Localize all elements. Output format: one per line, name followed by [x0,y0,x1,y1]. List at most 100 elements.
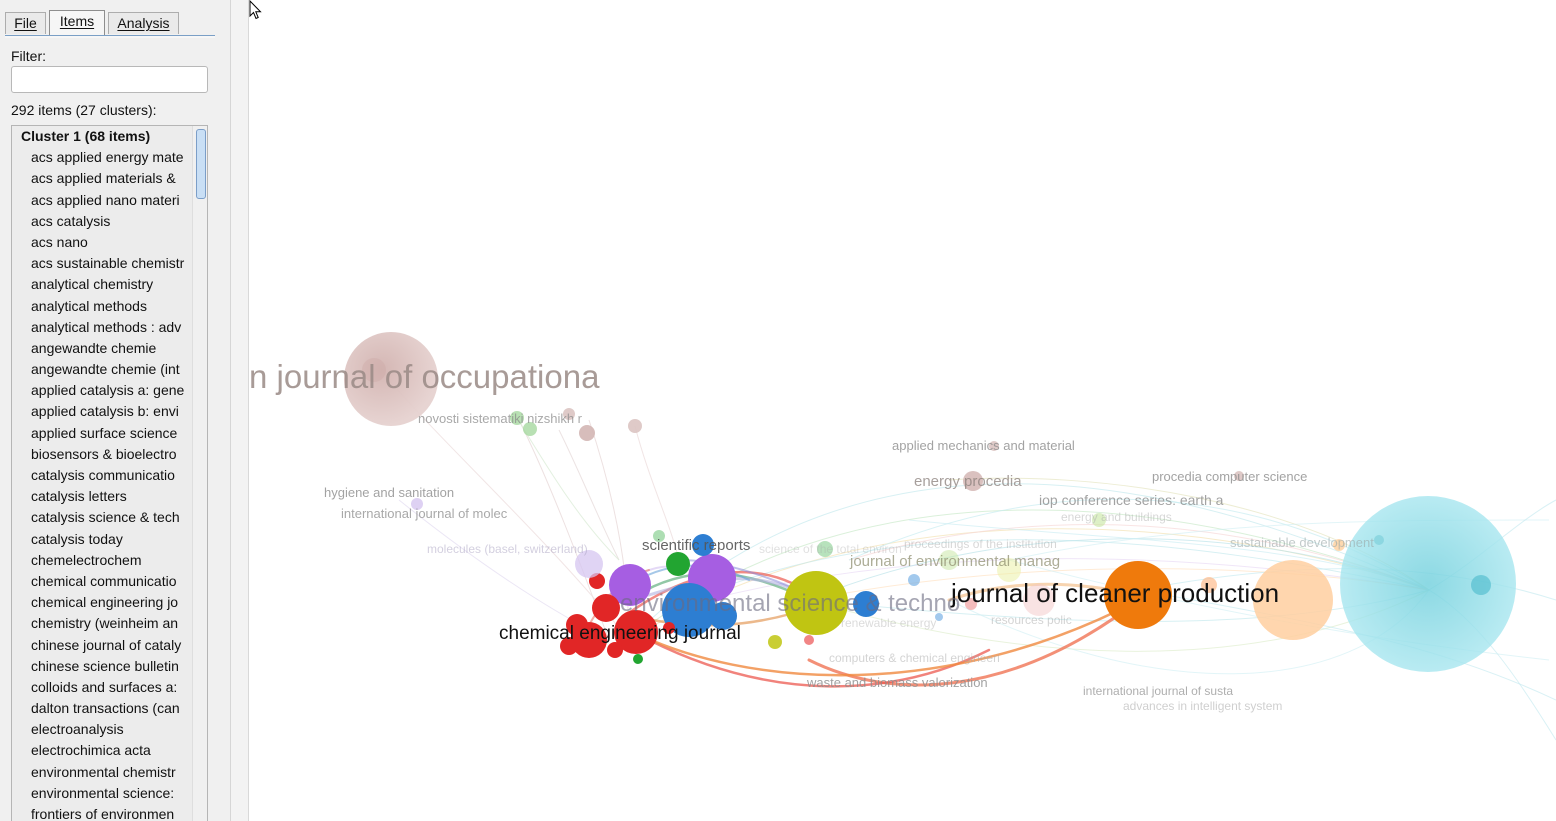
node-green-faint-2 [523,422,537,436]
list-item[interactable]: angewandte chemie (int [31,361,180,378]
list-item[interactable]: chemistry (weinheim an [31,615,179,632]
list-item[interactable]: applied surface science [31,424,178,441]
node-blue-big [662,583,716,637]
list-item[interactable]: analytical methods : adv [31,318,182,335]
node-peach [1253,560,1333,640]
label-env-science-tech: environmental science & techno [620,590,960,617]
list-item[interactable]: catalysis today [31,530,123,547]
label-chem-eng-journal: chemical engineering journal [499,623,741,644]
node-red-8 [663,622,675,634]
node-blue-2 [709,602,737,630]
list-scrollbar[interactable] [192,126,207,821]
list-item[interactable]: angewandte chemie [31,339,157,356]
list-item[interactable]: acs applied nano materi [31,191,180,208]
node-lilac-2 [411,498,423,510]
node-light-7 [1374,535,1384,545]
label-renewable-energy: renewable energy [841,616,936,630]
list-item[interactable]: frontiers of environmen [31,806,175,821]
node-occupational-journal [344,332,438,426]
node-purple-2 [609,564,651,606]
network-visualization[interactable]: n journal of occupationa journal of clea… [249,0,1556,821]
node-red-4 [566,614,588,636]
label-proceedings-institution: proceedings of the institution [904,537,1057,551]
network-map[interactable]: n journal of occupationa journal of clea… [249,0,1556,821]
list-item[interactable]: electrochimica acta [31,742,151,759]
label-novosti: novosti sistematiki nizshikh r [418,411,583,426]
label-resources-policy: resources polic [991,613,1072,627]
items-list[interactable]: Cluster 1 (68 items) acs applied energy m… [11,125,208,821]
node-env-science-tech [784,571,848,635]
node-green-faint-4 [817,541,833,557]
panel-splitter[interactable] [231,0,249,821]
list-item[interactable]: analytical chemistry [31,276,154,293]
node-red-2 [592,594,620,622]
label-procedia-cs: procedia computer science [1152,469,1307,484]
node-light-3 [939,550,959,570]
list-item[interactable]: applied catalysis a: gene [31,382,185,399]
list-item[interactable]: chinese science bulletin [31,657,179,674]
node-cleaner-production [1104,561,1172,629]
label-computers-chem: computers & chemical engineeri [829,651,1000,665]
node-light-5 [1201,577,1217,593]
label-advances-intelligent: advances in intelligent system [1123,699,1282,713]
node-red-chem-eng [614,610,658,654]
tab-analysis[interactable]: Analysis [108,12,179,34]
node-green-2 [633,654,643,664]
label-molecules: molecules (basel, switzerland) [427,542,588,556]
node-red-6 [560,637,578,655]
list-item[interactable]: acs applied energy mate [31,149,184,166]
list-item[interactable]: chemical engineering jo [31,594,179,611]
items-summary: 292 items (27 clusters): [11,102,157,118]
node-cyan-inner [1471,575,1491,595]
node-rose-5 [989,441,999,451]
list-item[interactable]: acs catalysis [31,212,111,229]
list-item[interactable]: acs nano [31,233,88,250]
label-int-j-susta: international journal of susta [1083,684,1233,698]
list-item[interactable]: colloids and surfaces a: [31,678,178,695]
list-item[interactable]: acs sustainable chemistr [31,255,185,272]
node-red-9 [804,635,814,645]
cluster-header[interactable]: Cluster 1 (68 items) [21,128,151,144]
list-item[interactable]: analytical methods [31,297,147,314]
node-red-7 [607,642,623,658]
node-rose-4 [963,471,983,491]
list-item[interactable]: chinese journal of cataly [31,636,182,653]
tab-items[interactable]: Items [49,10,105,35]
mouse-pointer-icon [249,0,262,20]
label-scientific-reports: scientific reports [642,537,750,554]
node-light-9 [935,613,943,621]
list-item[interactable]: acs applied materials & [31,170,176,187]
items-panel: File Items Analysis Filter: 292 items (2… [0,0,231,821]
scrollbar-thumb[interactable] [196,129,206,199]
list-item[interactable]: biosensors & bioelectro [31,445,177,462]
node-green-faint-1 [510,411,524,425]
node-light-8 [908,574,920,586]
node-light-4 [1092,513,1106,527]
list-item[interactable]: chemelectrochem [31,551,142,568]
node-blue-3 [853,591,879,617]
node-yellow-small [768,635,782,649]
list-item[interactable]: applied catalysis b: envi [31,403,179,420]
list-item[interactable]: catalysis communicatio [31,467,175,483]
tab-file[interactable]: File [5,12,46,34]
label-env-management: journal of environmental manag [849,553,1060,570]
node-blue-4 [692,534,714,556]
label-waste-biomass: waste and biomass valorization [806,675,988,690]
list-item[interactable]: catalysis science & tech [31,509,180,526]
list-item[interactable]: chemical communicatio [31,572,177,589]
node-light-10 [965,598,977,610]
node-rose-6 [1234,471,1244,481]
list-item[interactable]: environmental science: [31,784,175,801]
label-occupational: n journal of occupationa [249,358,600,395]
label-hygiene: hygiene and sanitation [324,485,454,500]
label-cleaner-production: journal of cleaner production [950,578,1279,608]
list-item[interactable]: dalton transactions (can [31,700,180,717]
list-item[interactable]: catalysis letters [31,488,127,505]
map-labels: n journal of occupationa journal of clea… [249,358,1374,713]
node-green-1 [666,552,690,576]
tab-divider [5,35,215,38]
list-item[interactable]: electroanalysis [31,721,124,738]
filter-label: Filter: [11,48,46,64]
list-item[interactable]: environmental chemistr [31,763,176,780]
filter-input[interactable] [11,66,208,93]
